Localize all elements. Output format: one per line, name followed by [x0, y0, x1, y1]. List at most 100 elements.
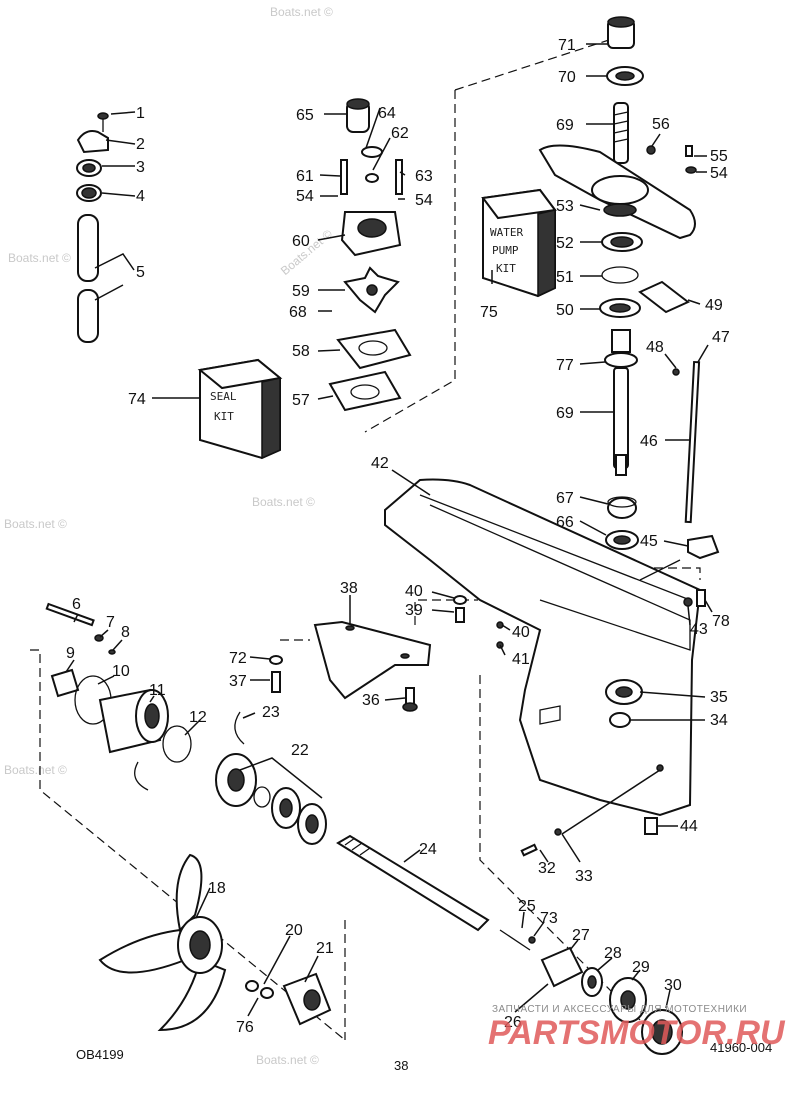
callout-54-center: 54: [415, 192, 433, 209]
callout-60: 60: [292, 233, 310, 250]
callout-53: 53: [556, 198, 574, 215]
callout-51: 51: [556, 269, 574, 286]
callout-75: 75: [480, 304, 498, 321]
callout-26: 26: [504, 1014, 522, 1031]
callout-18: 18: [208, 880, 226, 897]
callout-50: 50: [556, 302, 574, 319]
leader-lines: [65, 43, 713, 1017]
callout-69-lower: 69: [556, 405, 574, 422]
callout-70: 70: [558, 69, 576, 86]
callout-66: 66: [556, 514, 574, 531]
water-pump-kit-label-line: WATER: [490, 226, 523, 239]
callout-36: 36: [362, 692, 380, 709]
callout-32: 32: [538, 860, 556, 877]
diagram-code-left: OB4199: [76, 1047, 124, 1062]
callout-64: 64: [378, 105, 396, 122]
callout-77: 77: [556, 357, 574, 374]
callout-23: 23: [262, 704, 280, 721]
callout-6: 6: [72, 596, 81, 613]
callout-42: 42: [371, 455, 389, 472]
callout-40-lower: 40: [512, 624, 530, 641]
watermark: Boats.net ©: [8, 251, 71, 265]
callout-59: 59: [292, 283, 310, 300]
callout-41: 41: [512, 651, 530, 668]
callout-72: 72: [229, 650, 247, 667]
branding-logo: PARTSMOTOR.RU: [488, 1014, 786, 1052]
gearcase-housing: [384, 478, 706, 835]
callout-71: 71: [558, 37, 576, 54]
anode-and-fasteners: [269, 595, 504, 712]
watermark: Boats.net ©: [256, 1053, 319, 1067]
page-number: 38: [394, 1058, 408, 1073]
callout-12: 12: [189, 709, 207, 726]
drive-shaft-parts: [538, 16, 720, 560]
callout-65: 65: [296, 107, 314, 124]
callout-54-right: 54: [710, 165, 728, 182]
callout-5: 5: [136, 264, 145, 281]
site-branding: ЗАПЧАСТИ И АКСЕССУАРЫ ДЛЯ МОТОТЕХНИКИ PA…: [488, 1004, 786, 1052]
callout-20: 20: [285, 922, 303, 939]
callout-61: 61: [296, 168, 314, 185]
callout-45: 45: [640, 533, 658, 550]
callout-73: 73: [540, 910, 558, 927]
callout-55: 55: [710, 148, 728, 165]
callout-56: 56: [652, 116, 670, 133]
callout-68: 68: [289, 304, 307, 321]
watermarks: Boats.net © Boats.net © Boats.net © Boat…: [4, 5, 335, 1067]
callout-38: 38: [340, 580, 358, 597]
callout-25: 25: [518, 898, 536, 915]
callout-52: 52: [556, 235, 574, 252]
callout-27: 27: [572, 927, 590, 944]
seal-kit-label-line: KIT: [214, 410, 234, 423]
callout-3: 3: [136, 159, 145, 176]
callout-76: 76: [236, 1019, 254, 1036]
callout-34: 34: [710, 712, 728, 729]
water-pump-kit-box: WATER PUMP KIT: [481, 188, 557, 298]
water-pump-kit-label-line: PUMP: [492, 244, 519, 257]
callout-46: 46: [640, 433, 658, 450]
callout-47: 47: [712, 329, 730, 346]
callout-48: 48: [646, 339, 664, 356]
callout-21: 21: [316, 940, 334, 957]
propeller-shaft-group: [336, 764, 683, 1055]
callout-8: 8: [121, 624, 130, 641]
watermark: Boats.net ©: [4, 763, 67, 777]
callout-67: 67: [556, 490, 574, 507]
callout-28: 28: [604, 945, 622, 962]
shift-parts-1-5: [76, 112, 109, 343]
diagram-code-right: 41960-004: [710, 1040, 772, 1055]
callout-1: 1: [136, 105, 145, 122]
callout-54-left: 54: [296, 188, 314, 205]
callout-30: 30: [664, 977, 682, 994]
seal-kit-box: SEAL KIT: [197, 358, 283, 460]
watermark: Boats.net ©: [270, 5, 333, 19]
callout-10: 10: [112, 663, 130, 680]
callout-43: 43: [690, 621, 708, 638]
callout-39: 39: [405, 602, 423, 619]
footer: OB4199 38 41960-004: [76, 1040, 772, 1073]
callout-35: 35: [710, 689, 728, 706]
callout-29: 29: [632, 959, 650, 976]
callout-69-upper: 69: [556, 117, 574, 134]
water-pump-parts: [328, 98, 412, 412]
callout-63: 63: [415, 168, 433, 185]
bearing-carrier-group: [45, 602, 327, 845]
seal-kit-label-line: SEAL: [210, 390, 237, 403]
callout-24: 24: [419, 841, 437, 858]
callout-4: 4: [136, 188, 145, 205]
callout-78: 78: [712, 613, 730, 630]
callout-57: 57: [292, 392, 310, 409]
callout-44: 44: [680, 818, 698, 835]
callout-49: 49: [705, 297, 723, 314]
callout-22: 22: [291, 742, 309, 759]
callout-labels: 1 2 3 4 5 6 7 8 9 10 11 12 18 20 21 22 2…: [66, 37, 730, 1036]
callout-37: 37: [229, 673, 247, 690]
callout-40-upper: 40: [405, 583, 423, 600]
propeller-group: [98, 853, 332, 1032]
watermark: Boats.net ©: [252, 495, 315, 509]
callout-7: 7: [106, 614, 115, 631]
branding-tagline: ЗАПЧАСТИ И АКСЕССУАРЫ ДЛЯ МОТОТЕХНИКИ: [492, 1004, 747, 1015]
callout-58: 58: [292, 343, 310, 360]
callout-2: 2: [136, 136, 145, 153]
